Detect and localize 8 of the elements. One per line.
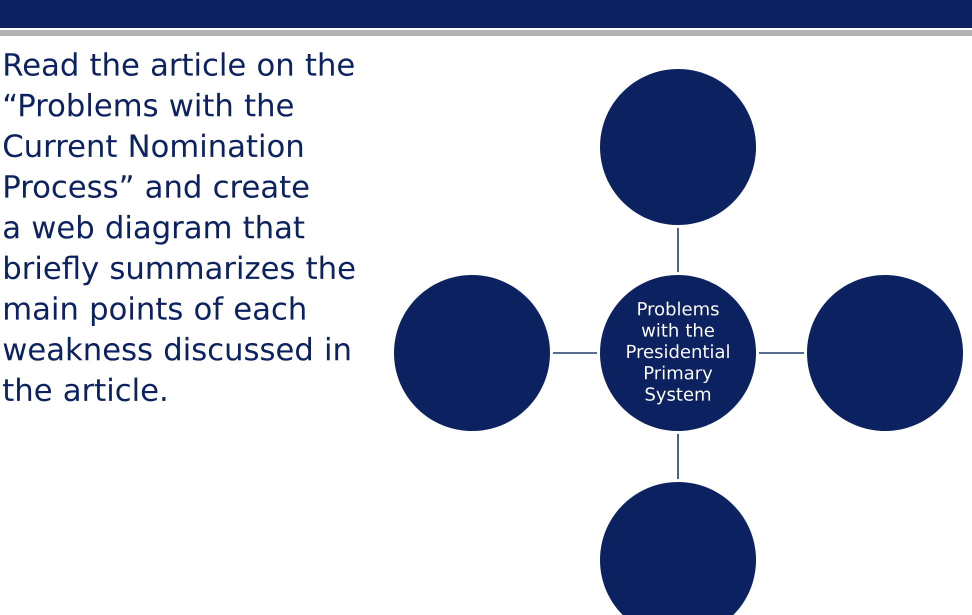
connector-line bbox=[552, 352, 598, 354]
empty-circle bbox=[394, 275, 550, 431]
instruction-text: Read the article on the “Problems with the Current Nomination Process” and create a web diagram that briefly summarizes the main points of each weakness discussed in the article. bbox=[3, 52, 354, 402]
connector-line bbox=[758, 352, 804, 354]
empty-circle bbox=[600, 69, 756, 225]
connector-line bbox=[677, 434, 679, 480]
connector-line bbox=[677, 228, 679, 272]
empty-circle bbox=[807, 275, 963, 431]
